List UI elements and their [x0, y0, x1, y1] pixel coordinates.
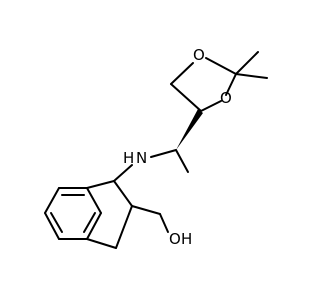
bond-dioxolane-c2-o1: [205, 57, 237, 75]
bond-benzene-2: [86, 187, 102, 214]
bond-hydroxyl-to-label: [159, 213, 169, 233]
amine-group: H N: [113, 149, 177, 182]
dioxolane-oxygen-right-label: O: [220, 89, 232, 107]
bond-indane-c3-benzene: [86, 238, 117, 249]
hydroxyl-hydrogen-label: H: [181, 230, 192, 248]
bond-dioxolane-c4-o3: [200, 100, 222, 112]
bond-benzene-3: [86, 212, 102, 240]
dioxolane-oxygen-top-label: O: [193, 46, 205, 64]
amine-hydrogen-label: H: [123, 149, 134, 167]
diagram-background: [0, 0, 300, 300]
bond-benzene-5: [44, 212, 60, 240]
indane-five-membered-ring: [86, 180, 133, 249]
bond-dioxolane-o1-c5: [170, 62, 194, 85]
bond-indane-c1-c2: [113, 180, 133, 207]
benzene-ring: [44, 187, 102, 240]
hydroxyl-group: O H: [131, 205, 192, 248]
amine-nitrogen-label: N: [136, 149, 147, 167]
chemical-structure-diagram: O H H N O O: [0, 0, 300, 300]
bond-dioxolane-o3-c2: [225, 73, 237, 96]
bond-amine-to-chiral-carbon: [150, 149, 177, 158]
wedge-bond-to-dioxolane: [176, 109, 203, 150]
benzene-double-bond-3: [50, 212, 63, 233]
bond-c1-amine: [113, 164, 133, 182]
dioxolane-side-chain: O O: [170, 46, 268, 173]
bond-dioxolane-c5-c4: [170, 83, 202, 112]
bond-benzene-6: [44, 187, 60, 214]
bond-indane-c2-c3: [115, 205, 133, 249]
bond-c2-hydroxyl: [131, 205, 161, 215]
bond-chiral-carbon-methyl: [175, 149, 189, 173]
hydroxyl-oxygen-label: O: [169, 230, 181, 248]
bond-indane-c1-benzene: [86, 180, 115, 189]
bond-gem-dimethyl-2: [235, 73, 268, 79]
benzene-double-bond-2: [83, 212, 96, 233]
bond-gem-dimethyl-1: [235, 51, 259, 75]
